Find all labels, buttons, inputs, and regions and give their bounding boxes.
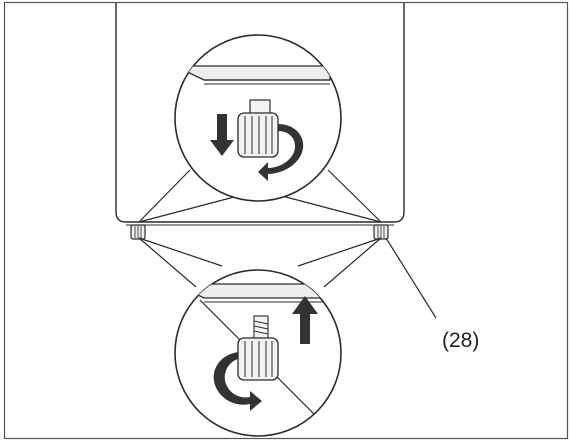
- zoom-leader-lines: [138, 169, 382, 288]
- callout-leader-line: [385, 237, 437, 319]
- callout-label: (28): [442, 329, 480, 352]
- zoom-circle-top: [174, 34, 342, 202]
- left-foot: [130, 224, 146, 240]
- rotate-clockwise-icon: [258, 124, 304, 181]
- down-arrow-icon: [210, 114, 234, 156]
- up-arrow-icon: [292, 296, 318, 344]
- appliance-cabinet: [115, 3, 405, 226]
- zoom-circle-bottom: [174, 269, 342, 437]
- rotate-counterclockwise-icon: [213, 352, 262, 411]
- right-foot: [373, 224, 389, 240]
- figure-frame: [3, 1, 569, 440]
